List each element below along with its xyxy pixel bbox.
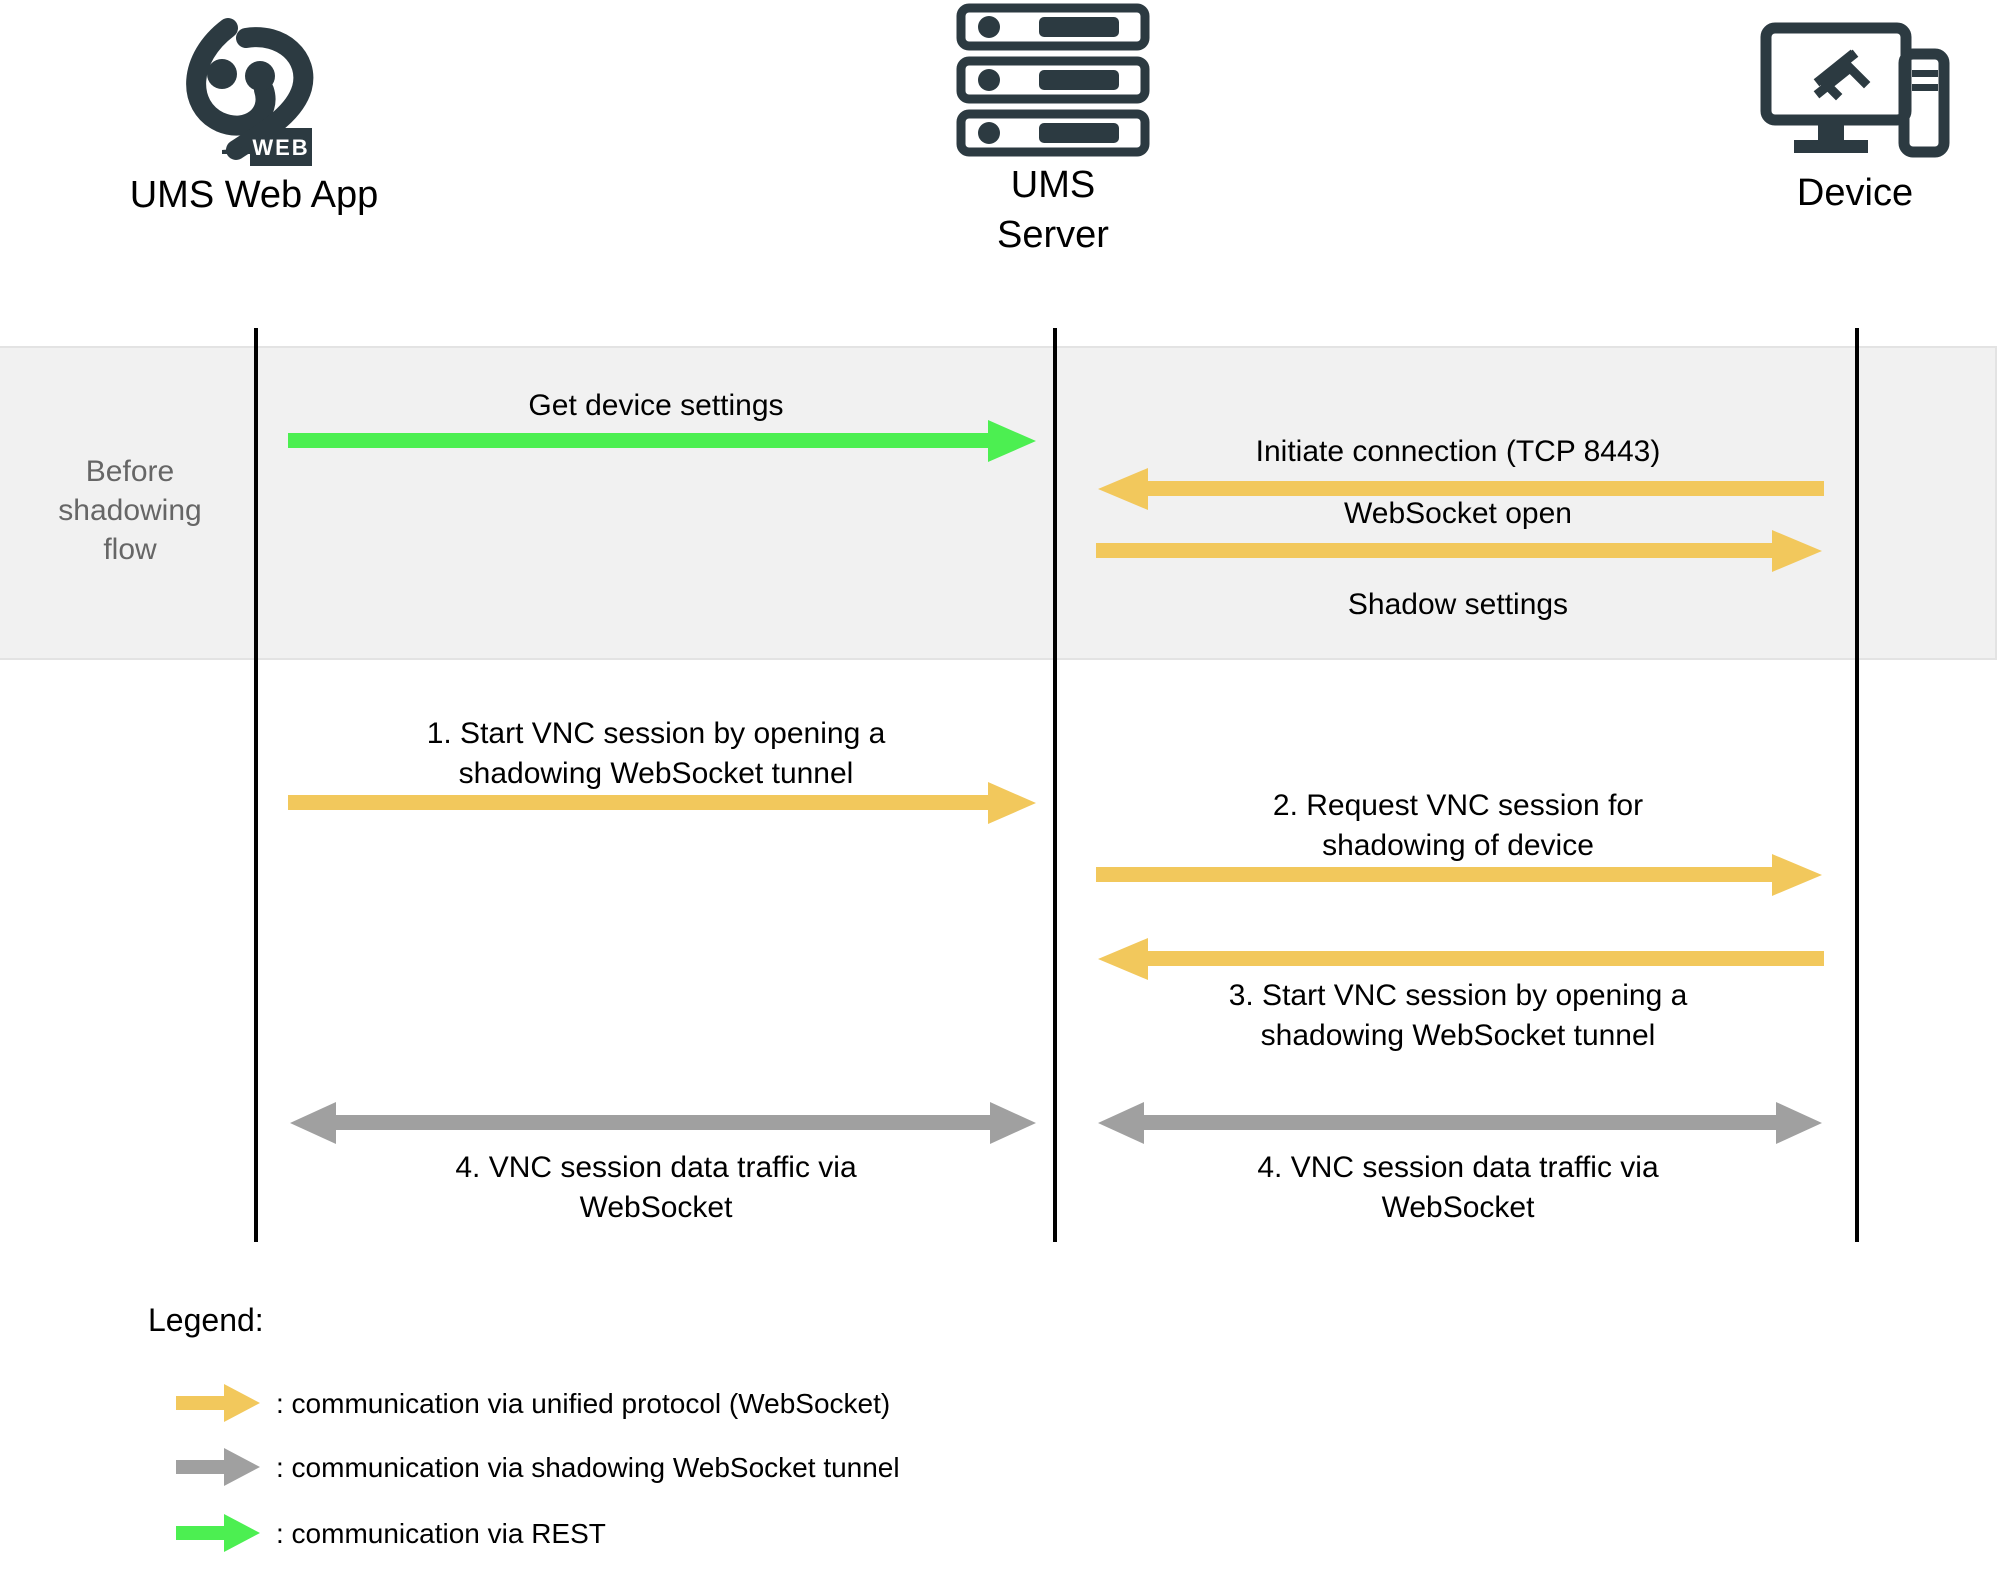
before-shadowing-phase-band [0,346,1997,660]
message-label-step-2: 2. Request VNC session for shadowing of … [1272,789,1644,862]
svg-text:WEB: WEB [252,135,309,160]
actor-label-ums-server: UMS Server [997,164,1109,256]
ums-web-logo-icon: WEB [186,18,314,166]
actor-label-device: Device [1796,172,1914,214]
lifeline-ums-server [1053,328,1057,1242]
message-label-step-3: 3. Start VNC session by opening a shadow… [1228,979,1688,1052]
desktop-computer-icon [1760,22,1950,158]
actor-label-ums-web-app: UMS Web App [129,174,379,216]
server-rack-icon [956,3,1150,157]
message-label-shadow-settings: Shadow settings [1347,588,1569,621]
arrow-yellow-left [1098,468,1824,510]
legend-label-gray: : communication via shadowing WebSocket … [276,1452,900,1483]
arrow-yellow-right-step2 [1096,854,1822,896]
legend-label-yellow: : communication via unified protocol (We… [276,1388,891,1419]
actor-device: Device [1680,18,2002,218]
actor-ums-server: UMS Server [878,0,1228,260]
message-label-step-4-right: 4. VNC session data traffic via WebSocke… [1257,1151,1659,1224]
legend-arrow-yellow-icon [176,1384,260,1422]
arrow-yellow-left-step3 [1098,938,1824,980]
lifeline-ums-web-app [254,328,258,1242]
legend-title: Legend: [148,1302,264,1338]
message-label-get-device-settings: Get device settings [528,389,784,422]
message-label-step-1: 1. Start VNC session by opening a shadow… [426,717,886,790]
arrow-green-right [288,420,1036,462]
legend-arrow-gray-icon [176,1448,260,1486]
arrow-yellow-right-step1 [288,782,1036,824]
legend-arrow-green-icon [176,1514,260,1552]
lifeline-device [1855,328,1859,1242]
message-label-step-4-left: 4. VNC session data traffic via WebSocke… [455,1151,857,1224]
arrow-yellow-right-ws-open [1096,530,1822,572]
legend-label-green: : communication via REST [276,1518,606,1549]
message-label-websocket-open: WebSocket open [1344,497,1572,530]
phase-label: Before shadowing flow [58,455,202,566]
arrow-gray-bidirectional-right [1098,1102,1822,1144]
actor-ums-web-app: WEB UMS Web App [74,10,434,220]
message-label-initiate-connection: Initiate connection (TCP 8443) [1255,435,1661,468]
arrow-gray-bidirectional-left [290,1102,1036,1144]
